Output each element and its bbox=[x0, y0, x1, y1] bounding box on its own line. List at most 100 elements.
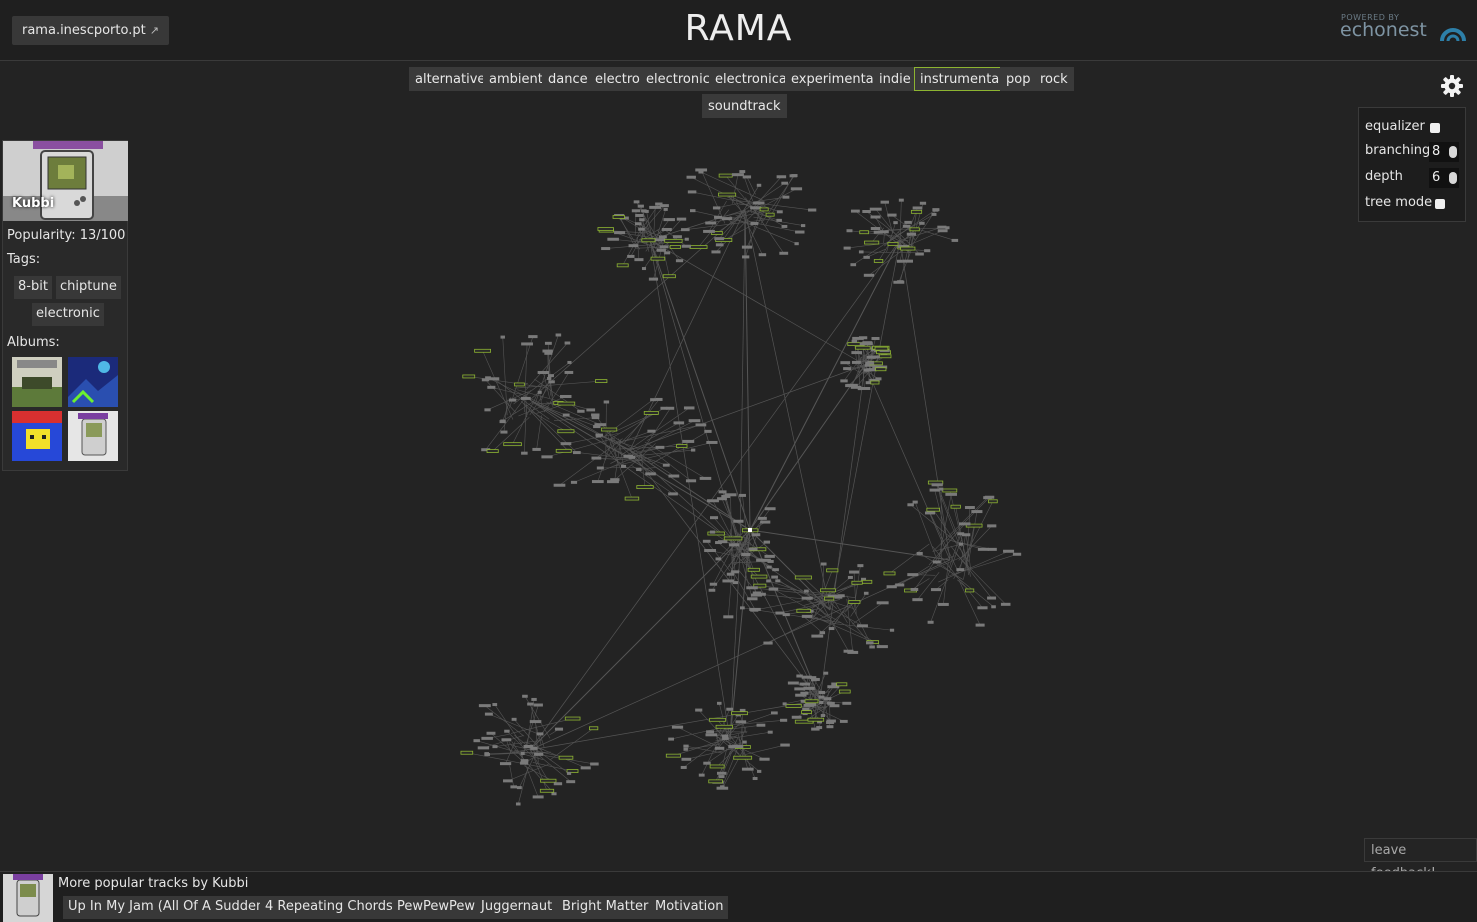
graph-node[interactable] bbox=[872, 365, 882, 369]
graph-node[interactable] bbox=[716, 786, 729, 790]
album-cover-1[interactable] bbox=[12, 357, 62, 407]
graph-node[interactable] bbox=[756, 183, 762, 187]
graph-node[interactable] bbox=[686, 175, 696, 179]
graph-node[interactable] bbox=[488, 377, 500, 381]
graph-node[interactable] bbox=[655, 397, 663, 401]
graph-node[interactable] bbox=[586, 408, 596, 412]
graph-node-highlighted[interactable] bbox=[942, 488, 958, 493]
graph-node-highlighted[interactable] bbox=[514, 382, 525, 387]
graph-node-highlighted[interactable] bbox=[643, 411, 659, 415]
graph-node[interactable] bbox=[636, 468, 642, 472]
graph-node[interactable] bbox=[800, 691, 809, 695]
track-button-1[interactable]: Up In My Jam (All Of A Sudden) bbox=[63, 896, 275, 919]
genre-tag-experimental[interactable]: experimental bbox=[785, 67, 884, 91]
graph-node[interactable] bbox=[742, 175, 752, 179]
graph-node[interactable] bbox=[907, 573, 919, 577]
graph-node[interactable] bbox=[658, 235, 667, 239]
graph-node[interactable] bbox=[635, 213, 644, 217]
graph-node[interactable] bbox=[631, 209, 641, 213]
graph-node[interactable] bbox=[668, 492, 678, 496]
graph-node[interactable] bbox=[937, 229, 948, 233]
graph-node[interactable] bbox=[782, 613, 790, 617]
graph-node[interactable] bbox=[919, 221, 925, 225]
graph-node[interactable] bbox=[897, 244, 909, 248]
graph-node[interactable] bbox=[492, 703, 498, 707]
genre-tag-alternative[interactable]: alternative bbox=[409, 67, 492, 91]
graph-node[interactable] bbox=[866, 368, 877, 372]
graph-node-highlighted[interactable] bbox=[624, 496, 640, 501]
graph-node[interactable] bbox=[912, 206, 923, 210]
tree-mode-checkbox[interactable] bbox=[1435, 199, 1445, 209]
graph-node[interactable] bbox=[705, 733, 718, 737]
graph-node[interactable] bbox=[707, 499, 719, 503]
graph-node[interactable] bbox=[620, 464, 627, 468]
graph-node[interactable] bbox=[718, 490, 727, 494]
genre-tag-electronic[interactable]: electronic bbox=[640, 67, 716, 91]
graph-node[interactable] bbox=[811, 727, 820, 731]
graph-node[interactable] bbox=[481, 448, 491, 452]
graph-node[interactable] bbox=[863, 273, 875, 277]
graph-node[interactable] bbox=[772, 568, 779, 572]
graph-node[interactable] bbox=[975, 623, 985, 627]
graph-node[interactable] bbox=[851, 360, 861, 364]
graph-node-highlighted[interactable] bbox=[669, 245, 681, 249]
graph-node[interactable] bbox=[869, 378, 880, 382]
graph-node[interactable] bbox=[504, 729, 510, 733]
graph-node[interactable] bbox=[477, 746, 490, 750]
graph-node[interactable] bbox=[945, 226, 950, 230]
graph-node[interactable] bbox=[721, 494, 731, 498]
graph-node[interactable] bbox=[781, 181, 789, 185]
graph-node[interactable] bbox=[603, 400, 610, 404]
graph-node[interactable] bbox=[702, 539, 711, 543]
graph-node[interactable] bbox=[759, 757, 770, 761]
graph-node[interactable] bbox=[876, 601, 889, 605]
graph-node[interactable] bbox=[818, 690, 826, 694]
graph-node[interactable] bbox=[776, 218, 782, 222]
graph-node[interactable] bbox=[862, 209, 871, 213]
graph-node[interactable] bbox=[906, 232, 917, 236]
graph-node[interactable] bbox=[501, 738, 512, 742]
graph-node[interactable] bbox=[977, 606, 988, 610]
graph-node[interactable] bbox=[486, 731, 496, 735]
graph-node[interactable] bbox=[846, 383, 858, 387]
graph-node[interactable] bbox=[850, 263, 857, 267]
graph-node[interactable] bbox=[590, 762, 599, 766]
genre-tag-indie[interactable]: indie bbox=[873, 67, 917, 91]
graph-node[interactable] bbox=[826, 725, 834, 729]
graph-node[interactable] bbox=[801, 596, 813, 600]
graph-node-highlighted[interactable] bbox=[883, 571, 896, 576]
graph-node-highlighted[interactable] bbox=[965, 523, 983, 528]
graph-node[interactable] bbox=[870, 215, 881, 219]
graph-node[interactable] bbox=[577, 409, 585, 413]
graph-node[interactable] bbox=[746, 586, 758, 590]
graph-node[interactable] bbox=[875, 377, 882, 381]
graph-node[interactable] bbox=[564, 370, 574, 374]
graph-node-highlighted[interactable] bbox=[601, 427, 618, 432]
graph-node[interactable] bbox=[650, 398, 656, 402]
graph-node[interactable] bbox=[663, 207, 668, 211]
graph-node[interactable] bbox=[931, 212, 937, 216]
graph-node[interactable] bbox=[681, 757, 692, 761]
graph-node[interactable] bbox=[781, 224, 788, 228]
graph-node[interactable] bbox=[831, 682, 837, 686]
graph-node[interactable] bbox=[580, 766, 591, 770]
graph-node[interactable] bbox=[750, 593, 762, 597]
graph-node-highlighted[interactable] bbox=[875, 367, 887, 372]
graph-node-highlighted[interactable] bbox=[595, 379, 608, 383]
graph-node[interactable] bbox=[1000, 602, 1011, 606]
graph-node[interactable] bbox=[717, 497, 727, 501]
graph-node-highlighted[interactable] bbox=[864, 240, 880, 245]
leave-feedback-button[interactable]: leave feedback! bbox=[1364, 838, 1477, 881]
graph-node[interactable] bbox=[857, 564, 864, 568]
graph-node[interactable] bbox=[515, 802, 521, 806]
graph-node[interactable] bbox=[499, 762, 512, 766]
graph-node-highlighted[interactable] bbox=[859, 230, 869, 235]
graph-node[interactable] bbox=[827, 594, 838, 598]
graph-node[interactable] bbox=[666, 406, 675, 410]
graph-node-highlighted[interactable] bbox=[759, 207, 769, 212]
graph-node[interactable] bbox=[858, 250, 864, 254]
graph-node[interactable] bbox=[820, 562, 827, 566]
graph-node[interactable] bbox=[607, 480, 619, 484]
graph-node-highlighted[interactable] bbox=[750, 574, 768, 579]
graph-node-highlighted[interactable] bbox=[851, 580, 863, 585]
